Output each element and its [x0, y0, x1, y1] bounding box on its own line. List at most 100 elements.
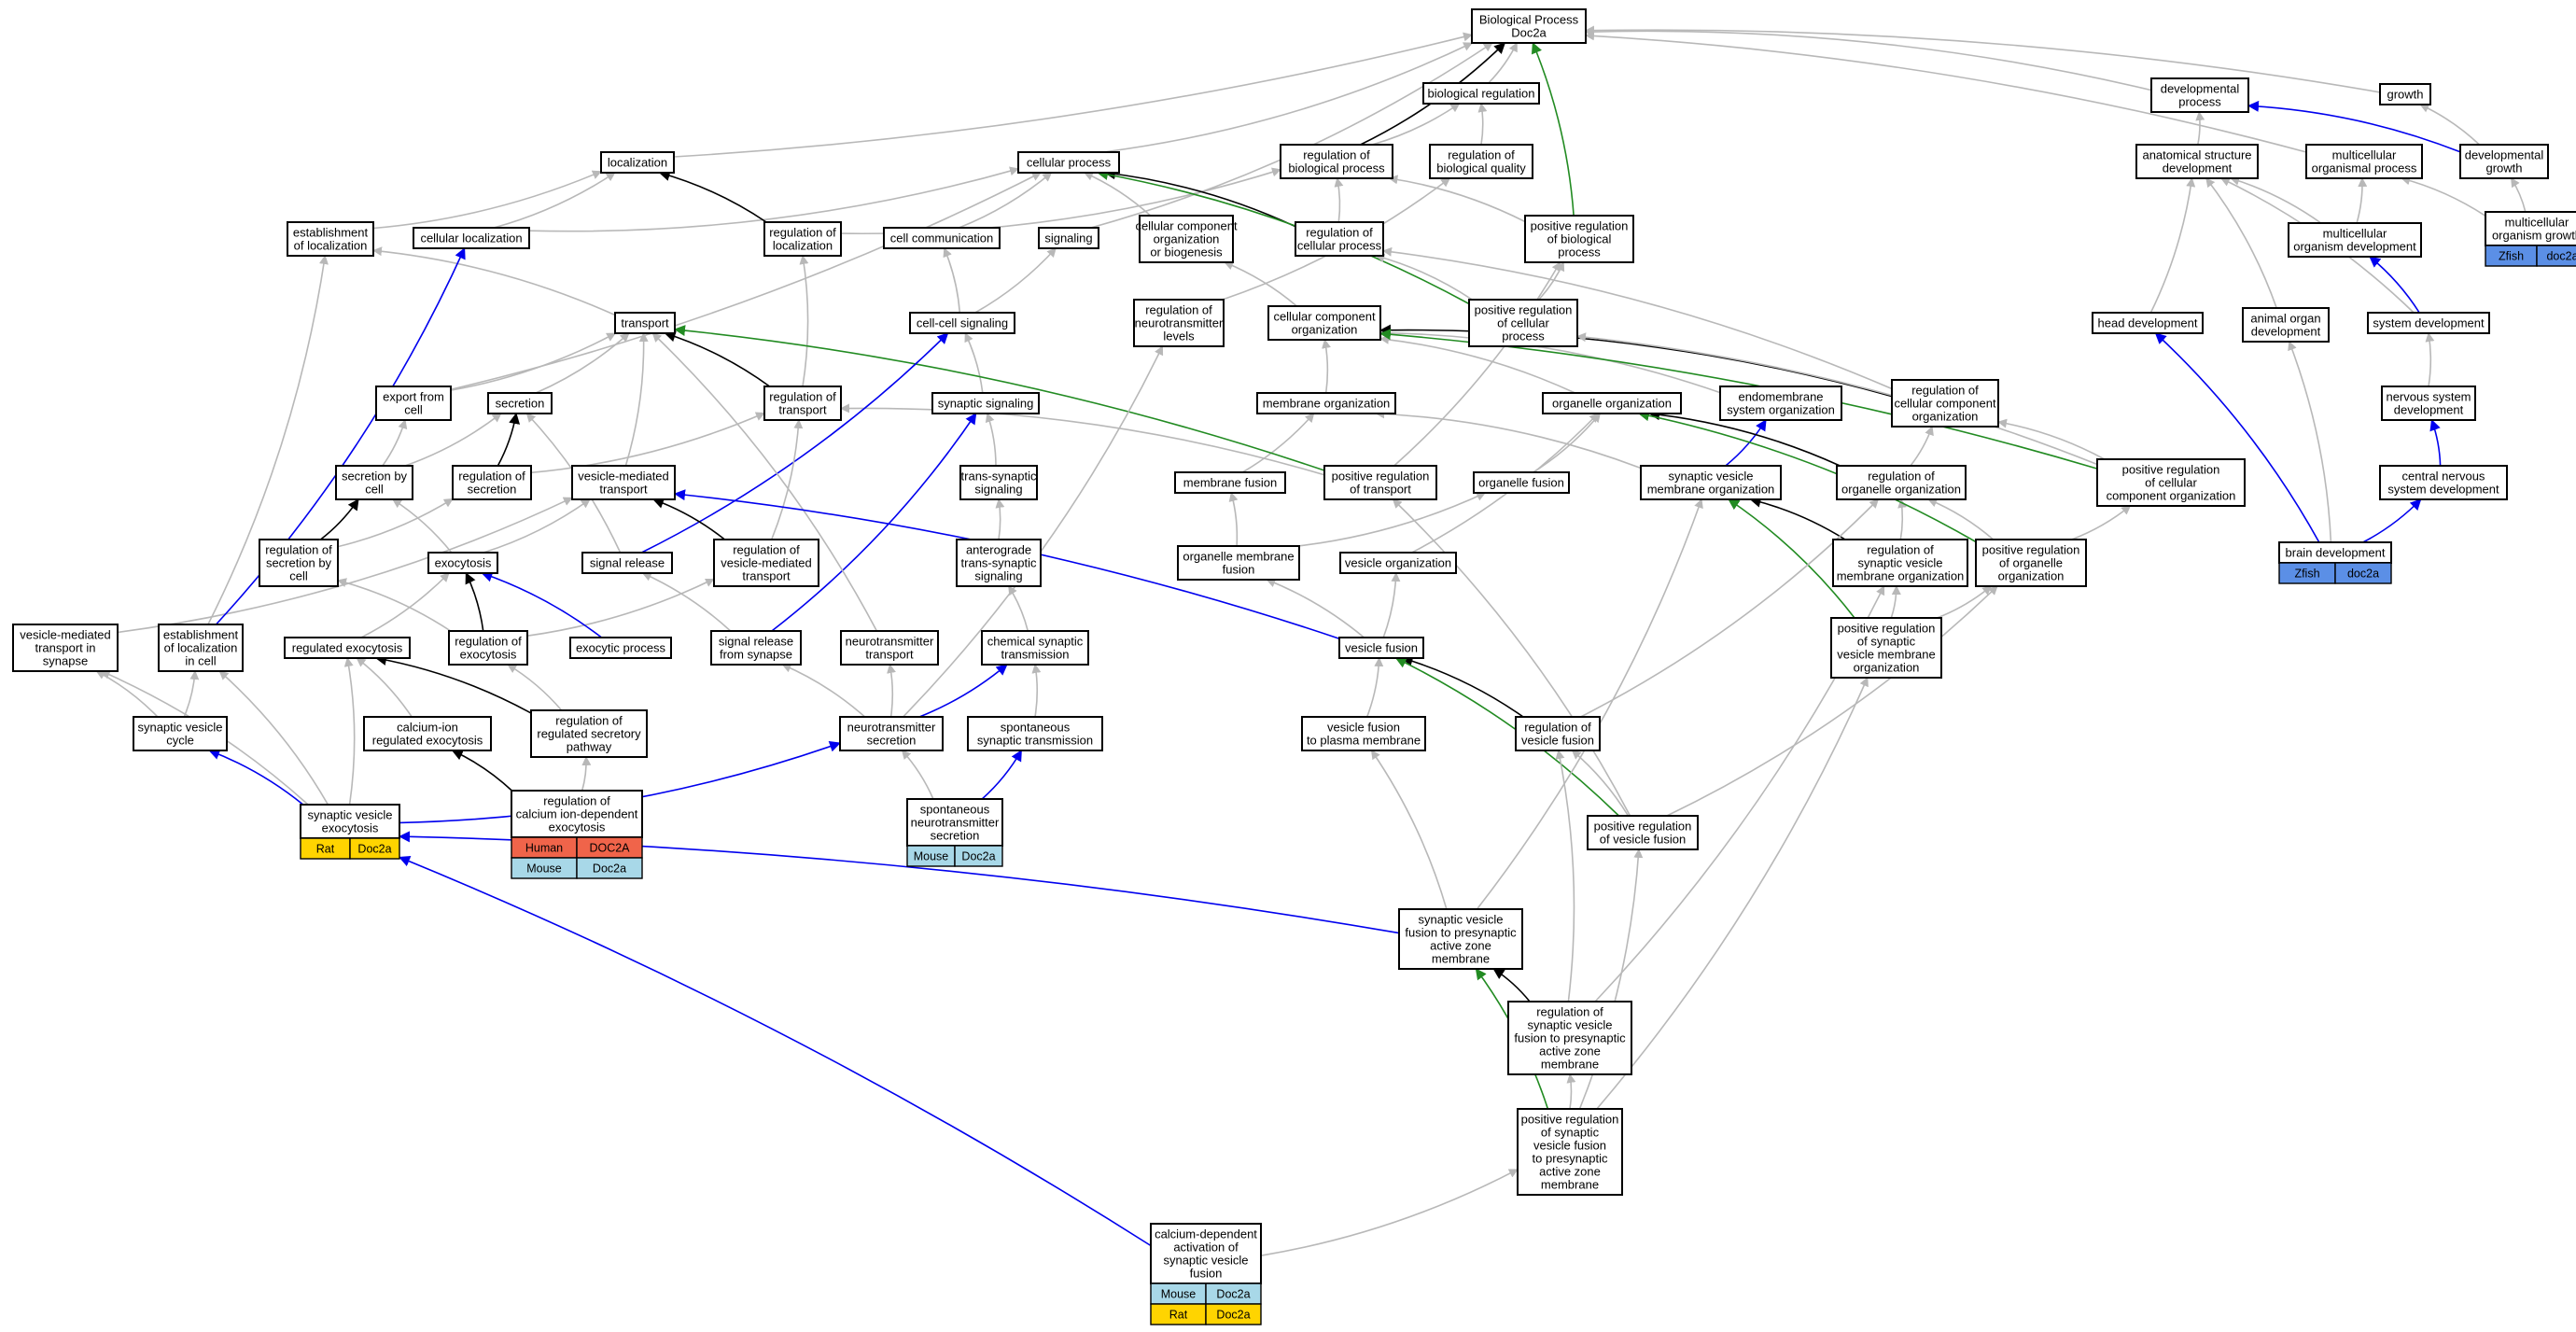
species-label: Human: [525, 842, 563, 855]
node-label-line: localization: [608, 156, 667, 170]
go-term-node-regexo[interactable]: regulated exocytosis: [284, 637, 411, 659]
go-term-node-vesfusion[interactable]: vesicle fusion: [1338, 637, 1424, 659]
go-term-node-transport[interactable]: transport: [614, 312, 676, 334]
species-label: Zfish: [2499, 250, 2524, 263]
go-term-node-orgorg[interactable]: organelle organization: [1542, 392, 1682, 414]
go-term-node-cellproc[interactable]: cellular process: [1017, 151, 1120, 174]
node-label-line: regulation of: [769, 226, 836, 240]
go-term-node-cellloc[interactable]: cellular localization: [413, 227, 530, 249]
edge-gene-path: [771, 413, 977, 632]
go-term-node-braindev[interactable]: brain development: [2278, 541, 2392, 564]
node-label-line: secretion: [496, 397, 545, 411]
go-term-node-cellcomm[interactable]: cell communication: [883, 227, 1001, 249]
edge-is-a: [337, 578, 452, 632]
go-term-node-signaling[interactable]: signaling: [1038, 227, 1099, 249]
node-label-line: of vesicle fusion: [1600, 833, 1687, 847]
go-term-node-memfusion[interactable]: membrane fusion: [1174, 471, 1286, 494]
go-term-node-orgfusion[interactable]: organelle fusion: [1473, 471, 1570, 494]
edge-is-a: [493, 172, 616, 229]
go-term-node-sysdev[interactable]: system development: [2367, 312, 2490, 334]
go-term-node-synsig[interactable]: synaptic signaling: [931, 392, 1040, 414]
node-label-line: fusion: [1223, 563, 1255, 577]
edge-is-a: [1666, 585, 1998, 817]
edge-gene-path: [1725, 419, 1767, 467]
go-term-node-ccsig[interactable]: cell-cell signaling: [909, 312, 1015, 334]
edge-positively-regulates: [1531, 42, 1575, 217]
node-label-line: cell communication: [890, 231, 994, 245]
node-label-line: synaptic vesicle: [137, 721, 222, 735]
go-term-node-growth[interactable]: growth: [2379, 83, 2431, 105]
node-label-line: of localization: [164, 641, 238, 655]
go-term-node-exocytosis[interactable]: exocytosis: [427, 552, 498, 574]
go-term-node-sigrelease[interactable]: signal release: [581, 552, 673, 574]
go-term-node-headdev[interactable]: head development: [2092, 312, 2204, 334]
go-term-node-exoproc[interactable]: exocytic process: [569, 637, 672, 659]
go-term-node-localization[interactable]: localization: [600, 151, 675, 174]
go-term-node-secretion[interactable]: secretion: [487, 392, 553, 414]
go-term-node-bioreg[interactable]: biological regulation: [1422, 82, 1540, 105]
go-term-node-memorg[interactable]: membrane organization: [1256, 392, 1396, 414]
go-term-node-vesorg[interactable]: vesicle organization: [1339, 552, 1457, 574]
